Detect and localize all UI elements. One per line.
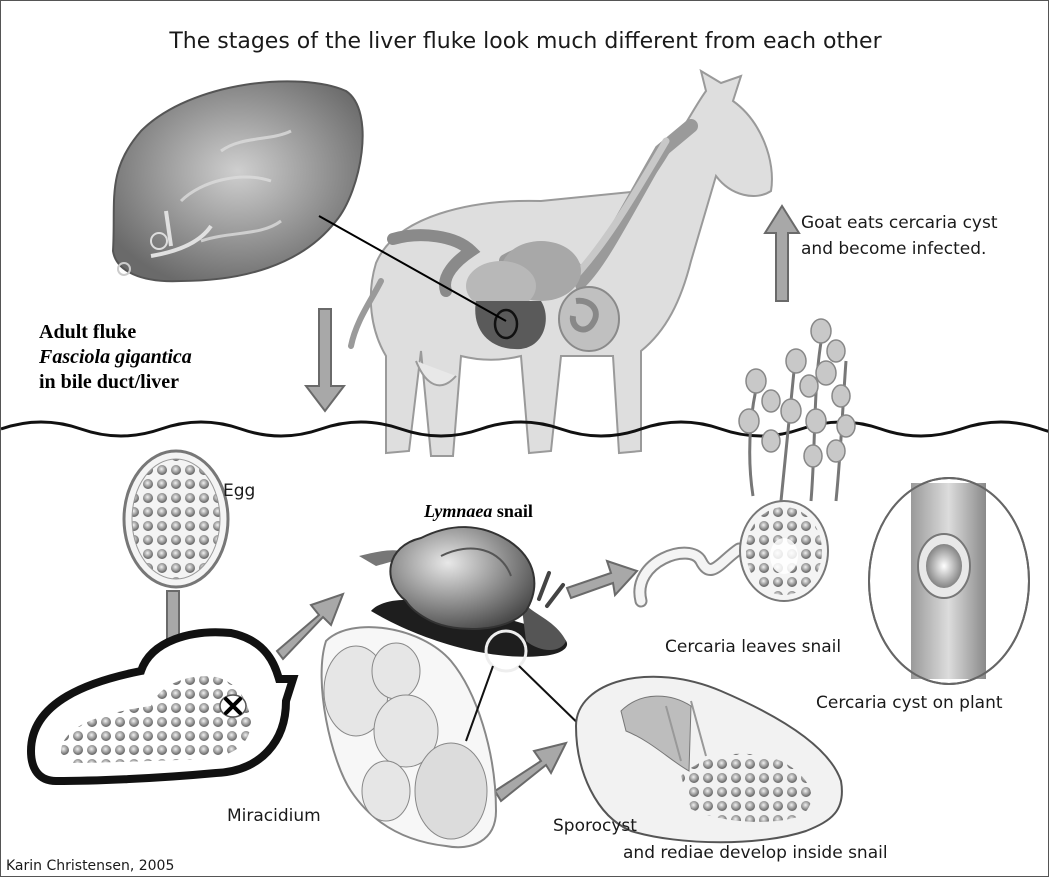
rediae-illustration: [322, 627, 496, 847]
goat-infection-label: Goat eats cercaria cyst: [801, 213, 998, 233]
adult-fluke-species: Fasciola gigantica: [39, 346, 192, 369]
cercaria-cyst-label: Cercaria cyst on plant: [816, 693, 1003, 713]
diagram-title: The stages of the liver fluke look much …: [1, 29, 1049, 54]
egg-label: Egg: [223, 481, 255, 501]
plant-illustration: [739, 319, 855, 501]
miracidium-illustration: [31, 632, 293, 781]
adult-fluke-label: Adult fluke: [39, 321, 136, 344]
goat-illustration: [351, 71, 772, 456]
snail-word: snail: [497, 501, 533, 521]
water-surface-line: [1, 422, 1049, 436]
goat-infection-label-2: and become infected.: [801, 239, 986, 259]
sporocyst-label-2: and rediae develop inside snail: [623, 843, 888, 863]
cercaria-illustration: [640, 501, 828, 601]
cercaria-leaves-label: Cercaria leaves snail: [665, 637, 841, 657]
snail-label: Lymnaea snail: [424, 501, 533, 522]
miracidium-label: Miracidium: [227, 806, 321, 826]
sporocyst-label: Sporocyst: [553, 816, 637, 836]
adult-fluke-location: in bile duct/liver: [39, 371, 179, 394]
cercaria-cyst-illustration: [869, 478, 1029, 684]
eyespot-icon: [220, 695, 246, 717]
adult-fluke-illustration: [113, 81, 363, 281]
snail-genus: Lymnaea: [424, 501, 492, 521]
credit-text: Karin Christensen, 2005: [6, 858, 174, 874]
egg-illustration: [124, 451, 228, 587]
